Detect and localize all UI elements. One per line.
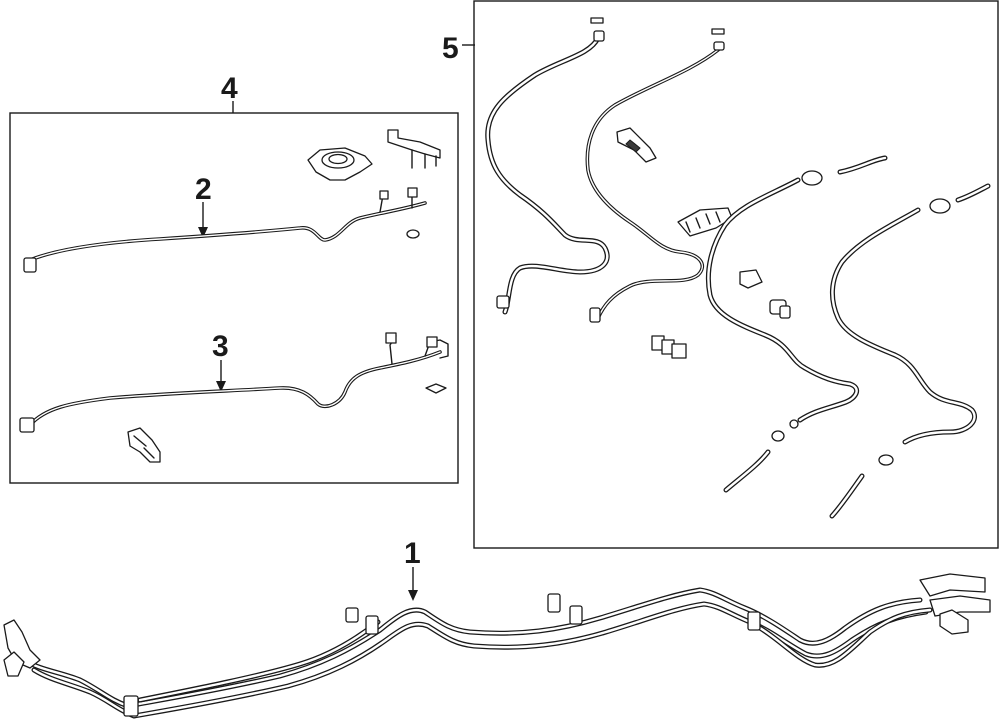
- speaker-bracket: [307, 147, 373, 181]
- leader-lines: [198, 44, 475, 601]
- grommet-small-b: [425, 383, 447, 394]
- callout-3-label: 3: [212, 330, 229, 363]
- callout-1-label: 1: [404, 537, 421, 570]
- hose-tube-c: [705, 155, 888, 493]
- harness-3-clip-b: [426, 336, 438, 348]
- arrow-3: [216, 381, 226, 392]
- harness-2: [23, 187, 427, 273]
- harness-clip: [127, 427, 161, 463]
- harness-2-clip-b: [407, 187, 418, 198]
- harness-2-clip-a: [379, 190, 389, 200]
- group-box-4: [9, 112, 459, 484]
- harness-3-connector: [19, 417, 35, 433]
- group-box-5: [473, 0, 999, 549]
- hose-tube-a: [485, 17, 610, 315]
- main-tube-assembly-1: [3, 573, 991, 719]
- grommet-c: [739, 269, 763, 289]
- hose-tube-b: [585, 28, 725, 323]
- right-end-fitting: [919, 573, 986, 597]
- mount-bracket: [387, 129, 441, 169]
- callout-2-label: 2: [195, 173, 212, 206]
- harness-3-clip-a: [385, 332, 397, 344]
- grommet-small-a: [406, 229, 420, 239]
- harness-2-connector: [23, 257, 37, 273]
- callout-5-label: 5: [442, 32, 459, 65]
- clip-cluster-c: [651, 335, 687, 359]
- hose-tube-d: [829, 183, 991, 519]
- callout-4-label: 4: [221, 72, 238, 105]
- harness-3: [19, 332, 449, 433]
- clip-cluster-a: [616, 127, 657, 163]
- grommet-d: [769, 299, 791, 319]
- arrow-1: [408, 590, 418, 601]
- arrow-2: [198, 227, 208, 238]
- clip-cluster-b: [677, 207, 733, 237]
